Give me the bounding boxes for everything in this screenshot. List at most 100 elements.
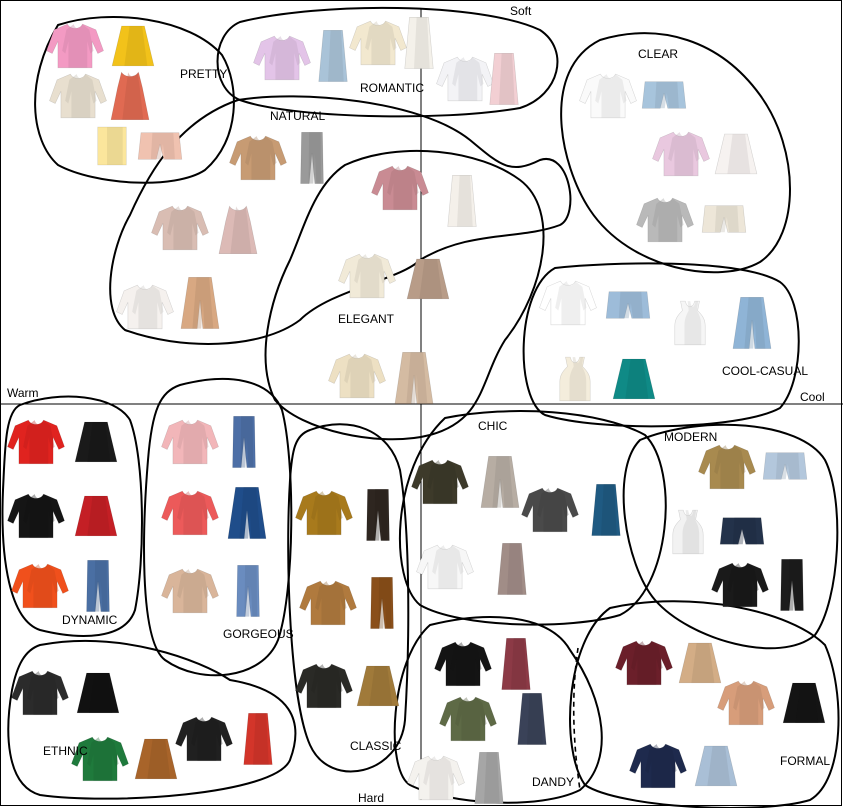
label-gorgeous: GORGEOUS <box>223 627 294 641</box>
garment-cool-casual-4 <box>732 297 772 349</box>
garment-shading <box>328 30 344 82</box>
garment-shading <box>369 666 393 706</box>
garment-formal-5 <box>629 743 687 789</box>
garment-shading <box>107 127 123 165</box>
garment-shading <box>65 74 97 118</box>
garment-clear-3 <box>652 131 710 177</box>
blouse-icon <box>161 568 219 614</box>
skirt-icon <box>694 745 738 787</box>
skirt-icon <box>782 682 826 724</box>
garment-shading <box>744 297 766 349</box>
skirt-icon <box>678 642 722 684</box>
garment-modern-1 <box>698 444 756 490</box>
garment-formal-4 <box>782 682 826 724</box>
garment-shading <box>94 560 108 612</box>
garment-shading <box>654 81 679 109</box>
garment-gorgeous-1 <box>161 419 219 465</box>
garment-romantic-1 <box>253 35 311 81</box>
garment-shading <box>311 491 343 535</box>
garment-shading <box>684 301 702 345</box>
garment-dynamic-1 <box>7 419 65 465</box>
garment-chic-1 <box>411 459 469 505</box>
garment-shading <box>414 17 430 69</box>
garment-shading <box>374 489 388 541</box>
pants-wide-icon <box>227 487 267 539</box>
garment-clear-5 <box>636 197 694 243</box>
garment-shading <box>62 24 94 68</box>
tank-icon <box>674 300 706 346</box>
garment-shading <box>733 681 765 725</box>
region-classic <box>287 423 410 773</box>
hoodie-icon <box>636 197 694 243</box>
garment-romantic-2 <box>318 30 348 82</box>
garment-elegant-5 <box>328 353 386 399</box>
garment-classic-4 <box>370 577 394 629</box>
skirt-long-icon <box>517 693 547 745</box>
skirt-long-icon <box>318 30 348 82</box>
garment-chic-5 <box>416 544 474 590</box>
garment-shading <box>732 517 757 545</box>
skirt-icon <box>714 133 758 175</box>
pants-icon <box>370 577 394 629</box>
pants-wide-icon <box>480 456 520 508</box>
garment-cool-casual-2 <box>605 291 651 319</box>
skirt-icon <box>134 738 178 780</box>
axis-label-right: Cool <box>800 390 825 404</box>
shorts-icon <box>719 517 765 545</box>
garment-shading <box>239 487 261 539</box>
garment-clear-1 <box>579 73 637 119</box>
axis-label-top: Soft <box>510 4 532 18</box>
garment-modern-5 <box>711 562 769 608</box>
garment-shading <box>595 74 627 118</box>
garment-shading <box>707 746 731 786</box>
garment-elegant-1 <box>371 165 429 211</box>
garment-shading <box>492 456 514 508</box>
garment-pretty-6 <box>137 132 183 160</box>
garment-dandy-6 <box>474 752 504 804</box>
garment-cool-casual-1 <box>539 280 597 326</box>
skirt-icon <box>406 258 450 300</box>
garment-dynamic-6 <box>86 560 110 612</box>
garment-shading <box>569 357 587 401</box>
garment-shading <box>244 565 258 617</box>
garment-shading <box>308 132 322 184</box>
garment-shading <box>691 643 715 683</box>
garment-shading <box>167 206 199 250</box>
region-dynamic <box>1 395 143 637</box>
garment-shading <box>177 420 209 464</box>
pants-icon <box>236 565 260 617</box>
shorts-icon <box>762 452 808 480</box>
jacket-icon <box>49 73 107 119</box>
garment-shading <box>727 134 751 174</box>
garment-chic-4 <box>591 484 621 536</box>
garment-shading <box>378 577 392 629</box>
garment-shading <box>269 36 301 80</box>
top-icon <box>97 126 127 166</box>
garment-shading <box>423 756 455 800</box>
garment-shading <box>87 496 111 536</box>
garment-ethnic-4 <box>134 738 178 780</box>
skirt-long-icon <box>489 53 519 105</box>
skirt-icon <box>356 665 400 707</box>
garment-shading <box>788 559 802 611</box>
garment-modern-3 <box>672 509 704 555</box>
garment-romantic-4 <box>404 17 434 69</box>
garment-shading <box>23 420 55 464</box>
garment-dandy-2 <box>501 638 531 690</box>
garment-gorgeous-5 <box>161 568 219 614</box>
garment-shading <box>499 53 515 105</box>
region-cool-casual <box>522 262 800 428</box>
axis-label-bottom: Hard <box>358 791 384 805</box>
skirt-icon <box>74 421 118 463</box>
garment-dandy-1 <box>434 641 492 687</box>
garment-clear-4 <box>714 133 758 175</box>
sweater-icon <box>11 670 69 716</box>
region-elegant <box>264 149 545 441</box>
garment-dandy-4 <box>517 693 547 745</box>
garment-shading <box>192 277 214 329</box>
garment-gorgeous-6 <box>236 565 260 617</box>
shirt-icon <box>295 490 353 536</box>
coat-icon <box>717 680 775 726</box>
garment-shading <box>625 359 649 399</box>
sweater-icon <box>652 131 710 177</box>
